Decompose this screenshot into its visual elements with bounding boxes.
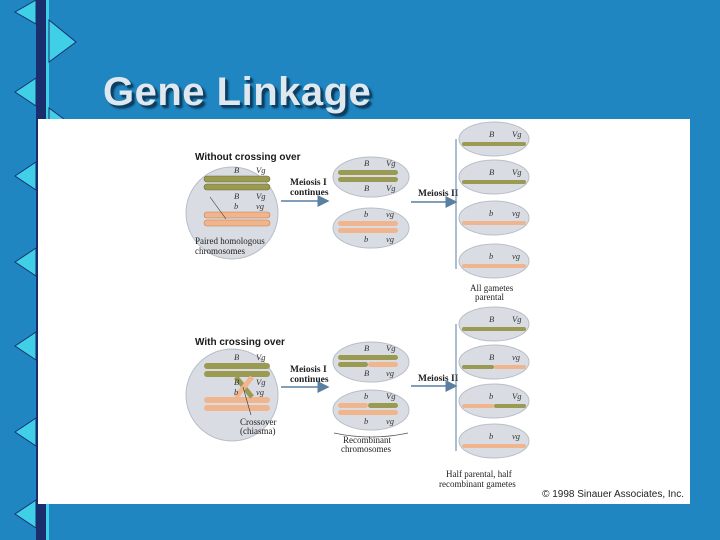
svg-text:chromosomes: chromosomes <box>341 444 391 454</box>
svg-text:b: b <box>234 201 238 211</box>
copyright-note: © 1998 Sinauer Associates, Inc. <box>542 489 684 500</box>
svg-text:B: B <box>234 377 239 387</box>
svg-text:b: b <box>489 431 493 441</box>
svg-text:Meiosis I: Meiosis I <box>290 365 327 375</box>
svg-text:b: b <box>489 251 493 261</box>
svg-text:Vg: Vg <box>386 343 395 353</box>
svg-text:vg: vg <box>512 251 520 261</box>
svg-text:vg: vg <box>386 234 394 244</box>
svg-text:b: b <box>364 416 368 426</box>
svg-text:vg: vg <box>386 209 394 219</box>
svg-text:B: B <box>489 167 494 177</box>
svg-text:B: B <box>364 343 369 353</box>
svg-text:Meiosis II: Meiosis II <box>418 374 459 384</box>
svg-text:B: B <box>234 165 239 175</box>
svg-text:vg: vg <box>256 387 264 397</box>
svg-text:B: B <box>234 352 239 362</box>
bottom-gametes: B Vg B vg b Vg b vg <box>458 306 530 459</box>
svg-text:vg: vg <box>512 208 520 218</box>
svg-text:b: b <box>489 208 493 218</box>
svg-text:b: b <box>364 209 368 219</box>
svg-text:vg: vg <box>386 416 394 426</box>
svg-text:Vg: Vg <box>256 352 265 362</box>
svg-text:B: B <box>234 191 239 201</box>
svg-text:continues: continues <box>290 188 329 198</box>
svg-text:Vg: Vg <box>386 391 395 401</box>
svg-text:All gametes: All gametes <box>470 283 514 293</box>
svg-text:Vg: Vg <box>512 167 521 177</box>
svg-text:Vg: Vg <box>386 158 395 168</box>
svg-text:Vg: Vg <box>386 183 395 193</box>
svg-text:B: B <box>489 129 494 139</box>
top-heading: Without crossing over <box>195 152 301 163</box>
svg-text:B: B <box>489 314 494 324</box>
svg-text:Vg: Vg <box>256 377 265 387</box>
svg-text:Half parental, half: Half parental, half <box>446 469 512 479</box>
svg-text:Meiosis I: Meiosis I <box>290 178 327 188</box>
svg-text:B: B <box>489 352 494 362</box>
svg-text:Paired homologous: Paired homologous <box>195 236 265 246</box>
svg-text:Meiosis II: Meiosis II <box>418 189 459 199</box>
svg-text:Recombinant: Recombinant <box>343 435 391 445</box>
bottom-heading: With crossing over <box>195 337 285 348</box>
svg-text:(chiasma): (chiasma) <box>240 426 275 436</box>
svg-text:parental: parental <box>475 292 504 302</box>
top-gametes: B Vg B Vg b vg b vg <box>458 121 530 279</box>
svg-text:Crossover: Crossover <box>240 417 277 427</box>
slide-title: Gene Linkage <box>103 70 372 114</box>
svg-text:Vg: Vg <box>512 391 521 401</box>
meiosis-figure: Without crossing over B Vg B Vg b vg Pai… <box>38 119 690 504</box>
svg-text:Vg: Vg <box>512 129 521 139</box>
svg-text:recombinant gametes: recombinant gametes <box>439 479 516 489</box>
svg-text:B: B <box>364 158 369 168</box>
top-parent-chromosomes <box>203 175 271 227</box>
svg-text:b: b <box>364 391 368 401</box>
svg-text:b: b <box>234 387 238 397</box>
svg-text:vg: vg <box>512 352 520 362</box>
svg-text:Vg: Vg <box>512 314 521 324</box>
svg-text:Vg: Vg <box>256 191 265 201</box>
svg-text:vg: vg <box>386 368 394 378</box>
svg-text:Vg: Vg <box>256 165 265 175</box>
svg-text:vg: vg <box>256 201 264 211</box>
svg-text:B: B <box>364 368 369 378</box>
svg-text:b: b <box>489 391 493 401</box>
svg-text:B: B <box>364 183 369 193</box>
svg-text:vg: vg <box>512 431 520 441</box>
bottom-parent-chromosomes <box>204 363 270 411</box>
svg-text:continues: continues <box>290 375 329 385</box>
svg-text:b: b <box>364 234 368 244</box>
crossing-over-diagram: Without crossing over B Vg B Vg b vg Pai… <box>185 121 530 489</box>
svg-text:chromosomes: chromosomes <box>195 246 245 256</box>
